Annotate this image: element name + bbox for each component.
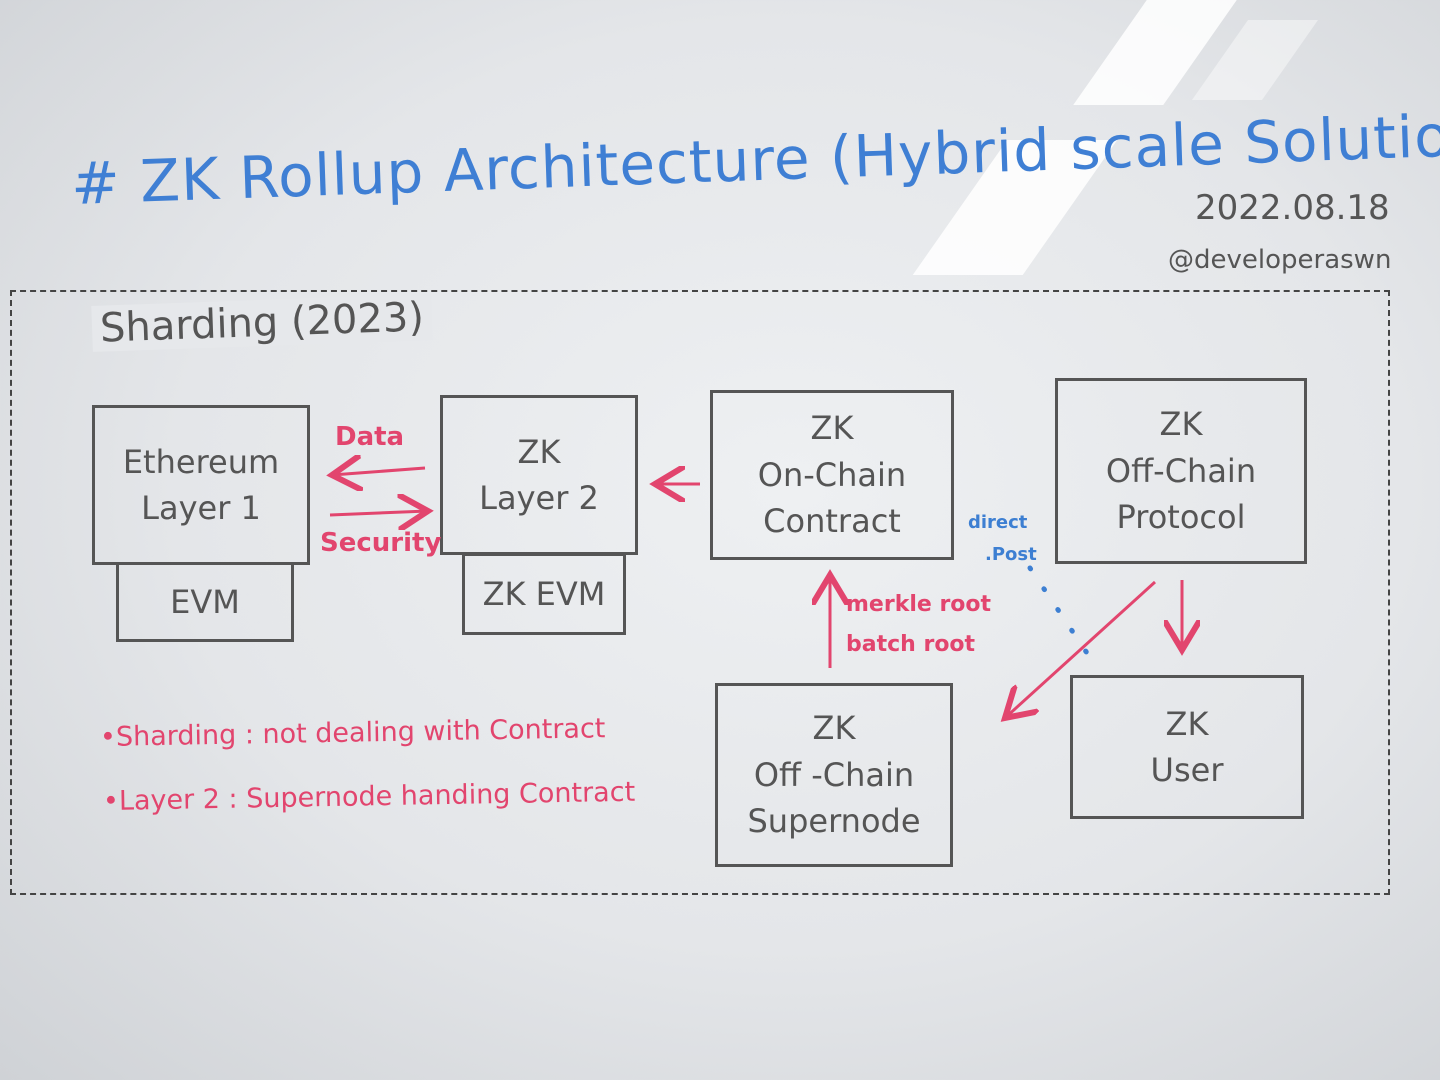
contract-label: Contract: [763, 502, 901, 541]
data-arrow: [332, 468, 426, 475]
data-label: Data: [335, 422, 405, 452]
security-arrow: [329, 511, 428, 515]
merkle-root-label: merkle root: [846, 592, 992, 617]
zk-evm-label: ZK EVM: [482, 574, 606, 613]
zk-user-box: ZK User: [1070, 675, 1304, 819]
protocol-offchain-label: Off-Chain: [1105, 451, 1257, 490]
direct-label: direct: [968, 512, 1028, 533]
ethereum-label: Ethereum: [122, 442, 280, 481]
offchain-protocol-box: ZK Off-Chain Protocol: [1055, 378, 1307, 564]
author-handle: @developeraswn: [1168, 245, 1392, 275]
zk-evm-box: ZK EVM: [462, 553, 626, 635]
post-label: .Post: [985, 544, 1037, 565]
user-zk-label: ZK: [1165, 704, 1209, 743]
protocol-label: Protocol: [1116, 498, 1246, 537]
onchain-label: On-Chain: [757, 455, 907, 494]
layer1-label: Layer 1: [141, 489, 261, 527]
ethereum-layer1-box: Ethereum Layer 1: [92, 405, 310, 565]
layer2-label: Layer 2: [479, 479, 599, 517]
supernode-zk-label: ZK: [812, 709, 856, 748]
onchain-contract-box: ZK On-Chain Contract: [710, 390, 954, 560]
zk-layer2-zk-label: ZK: [517, 432, 561, 471]
protocol-to-supernode-arrow: [1005, 580, 1157, 718]
onchain-zk-label: ZK: [810, 409, 854, 448]
user-label: User: [1150, 751, 1224, 789]
supernode-offchain-label: Off -Chain: [753, 755, 915, 794]
date-label: 2022.08.18: [1195, 188, 1390, 228]
batch-root-label: batch root: [846, 632, 976, 657]
supernode-label: Supernode: [747, 802, 921, 841]
sharding-region: [10, 290, 1390, 895]
evm-box: EVM: [116, 562, 294, 642]
security-label: Security: [320, 528, 442, 558]
direct-post-dotted-line: [1027, 565, 1098, 668]
protocol-zk-label: ZK: [1159, 405, 1203, 444]
zk-layer2-box: ZK Layer 2: [440, 395, 638, 555]
offchain-supernode-box: ZK Off -Chain Supernode: [715, 683, 953, 867]
evm-label: EVM: [170, 582, 240, 621]
